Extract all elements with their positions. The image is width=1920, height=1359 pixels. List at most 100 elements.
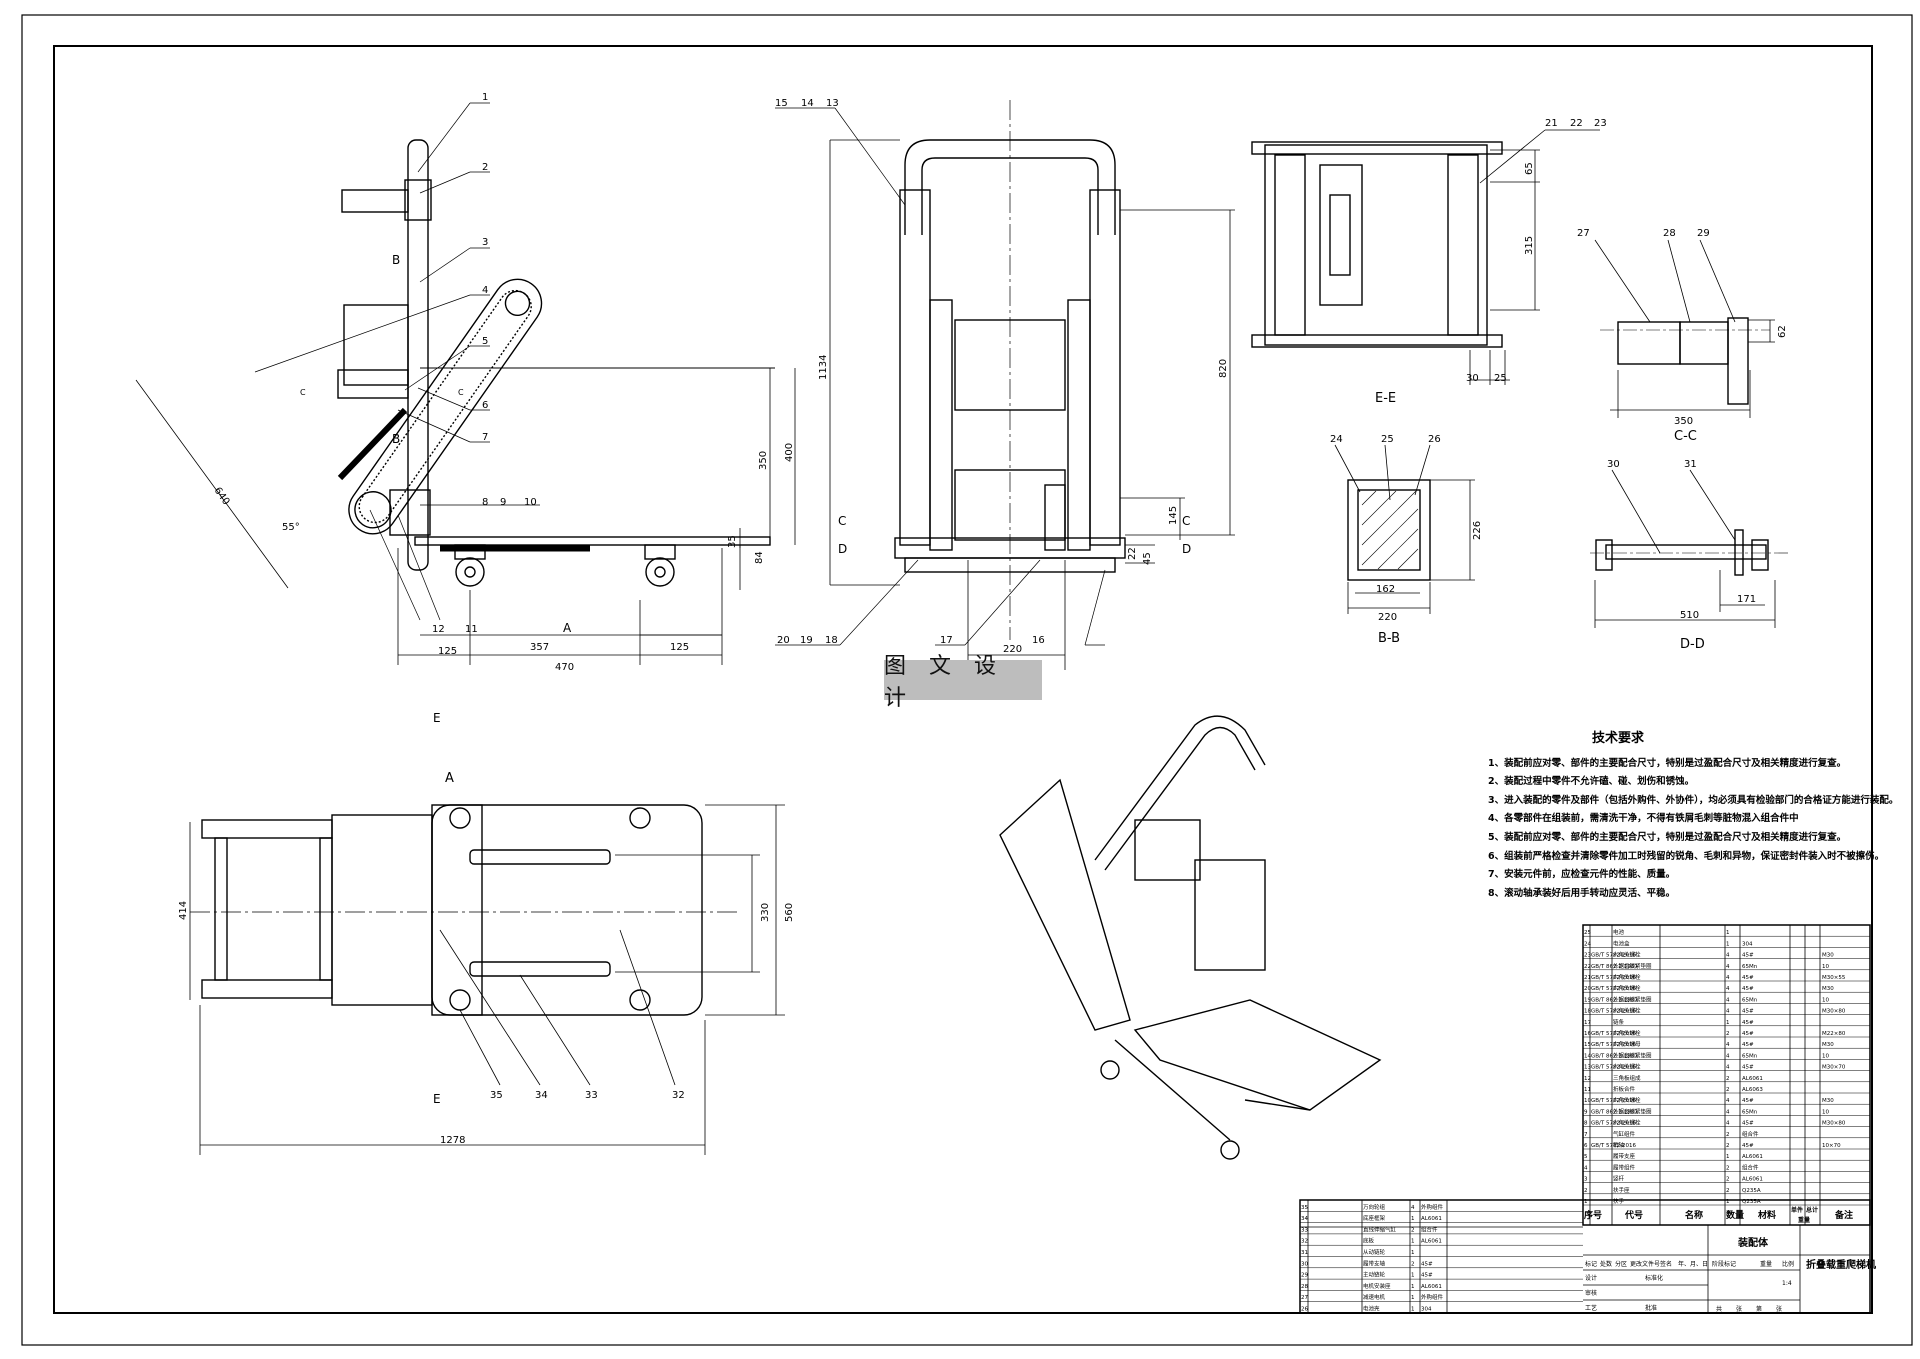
bom-cell: 8 xyxy=(1584,1121,1588,1127)
parts-cell: 45# xyxy=(1421,1261,1433,1267)
marker-a: A xyxy=(563,621,572,635)
parts-cell: 底座框架 xyxy=(1363,1214,1386,1222)
bom-cell: 4 xyxy=(1726,986,1730,992)
bom-cell: 45# xyxy=(1742,986,1754,992)
bom-cell: 履带支座 xyxy=(1613,1152,1636,1160)
balloon-20: 20 xyxy=(777,635,790,646)
cc-view-labels: 27 28 29 350 62 C-C xyxy=(1577,228,1788,444)
balloon-29: 29 xyxy=(1697,228,1710,239)
bom-cell: M30 xyxy=(1822,953,1834,959)
bom-cell: 45# xyxy=(1742,1121,1754,1127)
parts-cell: 45# xyxy=(1421,1273,1433,1279)
bom-cell: 21 xyxy=(1584,975,1591,981)
dim-84: 84 xyxy=(754,551,765,564)
parts-cell: 304 xyxy=(1421,1307,1432,1313)
technical-requirements: 技术要求 1、装配前应对零、部件的主要配合尺寸，特别是过盈配合尺寸及相关精度进行… xyxy=(1488,730,1920,903)
tb-stage-mark: 阶段标记 xyxy=(1712,1260,1736,1268)
parts-cell: 2 xyxy=(1411,1227,1415,1233)
balloon-9: 9 xyxy=(500,497,506,508)
dim-22: 22 xyxy=(1127,547,1138,560)
dim-400: 400 xyxy=(784,443,795,462)
bom-cell: 10 xyxy=(1822,1053,1829,1059)
marker-b-top: B xyxy=(392,253,400,267)
tb-label-zone: 分区 xyxy=(1615,1260,1627,1268)
balloon-35: 35 xyxy=(490,1090,503,1101)
marker-c-front-left: C xyxy=(838,514,846,528)
dim-315: 315 xyxy=(1524,236,1535,255)
bom-cell: 电池盒 xyxy=(1613,939,1630,947)
bom-cell: 18 xyxy=(1584,1009,1591,1015)
bom-cell: 六角头螺栓 xyxy=(1613,1119,1641,1127)
bom-cell: Q235A xyxy=(1742,1199,1761,1205)
bom-cell: 45# xyxy=(1742,1098,1754,1104)
bom-cell: 304 xyxy=(1742,941,1753,947)
cc-view-title: C-C xyxy=(1674,429,1697,444)
parts-cell: 1 xyxy=(1411,1284,1415,1290)
dim-510: 510 xyxy=(1680,610,1699,621)
bom-cell: GB/T 5782-2016 xyxy=(1591,975,1636,981)
bb-view-labels: 24 25 26 162 220 226 B-B xyxy=(1330,434,1483,646)
ee-view-labels: 21 22 23 65 315 30 25 E-E xyxy=(1375,118,1607,406)
bom-cell: 4 xyxy=(1726,1109,1730,1115)
parts-cell: AL6061 xyxy=(1421,1284,1442,1290)
tech-item: 5、装配前应对零、部件的主要配合尺寸，特别是过盈配合尺寸及相关精度进行复查。 xyxy=(1488,831,1847,843)
bom-cell: M30 xyxy=(1822,986,1834,992)
bom-cell: 11 xyxy=(1584,1087,1591,1093)
parts-cell: 34 xyxy=(1301,1216,1308,1222)
bom-cell: 竖杆 xyxy=(1613,1175,1625,1183)
bom-cell: 3 xyxy=(1584,1177,1588,1183)
parts-cell: AL6061 xyxy=(1421,1216,1442,1222)
tb-process: 工艺 xyxy=(1585,1304,1597,1312)
bom-header-code: 代号 xyxy=(1624,1209,1643,1221)
parts-cell: 1 xyxy=(1411,1250,1415,1256)
bom-cell: GB/T 5782-2016 xyxy=(1591,1098,1636,1104)
bom-cell: 45# xyxy=(1742,1143,1754,1149)
parts-cell: 履带支轴 xyxy=(1363,1259,1386,1267)
bom-cell: 65Mn xyxy=(1742,997,1758,1003)
parts-cell: 27 xyxy=(1301,1295,1308,1301)
bom-cell: GB/T 5782-2016 xyxy=(1591,953,1636,959)
bom-cell: 外锯齿锁紧垫圈 xyxy=(1613,1107,1652,1115)
bom-cell: 10 xyxy=(1584,1098,1591,1104)
ee-section-view xyxy=(1251,129,1600,385)
balloon-13: 13 xyxy=(826,98,839,109)
bb-section-view xyxy=(1334,444,1475,614)
bom-cell: 外锯齿锁紧垫圈 xyxy=(1613,962,1652,970)
isometric-view xyxy=(999,715,1382,1160)
tb-scale-value: 1:4 xyxy=(1782,1280,1792,1287)
bom-cell: 15 xyxy=(1584,1042,1591,1048)
top-view xyxy=(189,804,785,1155)
dd-view-title: D-D xyxy=(1680,637,1705,652)
bom-cell: 外锯齿锁紧垫圈 xyxy=(1613,1051,1652,1059)
bom-cell: 10 xyxy=(1822,997,1829,1003)
bom-cell: 25 xyxy=(1584,930,1591,936)
tech-item: 6、组装前严格检查并清除零件加工时残留的锐角、毛刺和异物，保证密封件装入时不被擦… xyxy=(1488,850,1885,862)
bom-cell: AL6063 xyxy=(1742,1087,1763,1093)
bom-cell: M30×55 xyxy=(1822,975,1846,981)
bom-cell: M30×80 xyxy=(1822,1121,1846,1127)
dim-162: 162 xyxy=(1376,584,1395,595)
dim-65: 65 xyxy=(1524,162,1535,175)
marker-d-front-left: D xyxy=(838,542,847,556)
bb-view-title: B-B xyxy=(1378,631,1400,646)
bom-cell: 2 xyxy=(1726,1165,1730,1171)
balloon-26: 26 xyxy=(1428,434,1441,445)
bom-cell: Q235A xyxy=(1742,1188,1761,1194)
bill-of-materials xyxy=(1582,924,1871,1226)
tech-item: 4、各零部件在组装前，需清洗干净，不得有铁屑毛刺等脏物混入组合件中 xyxy=(1488,813,1799,825)
dim-62: 62 xyxy=(1777,325,1788,338)
tb-approve: 批准 xyxy=(1645,1304,1657,1312)
parts-cell: 底板 xyxy=(1363,1237,1375,1245)
balloon-23: 23 xyxy=(1594,118,1607,129)
balloon-32: 32 xyxy=(672,1090,685,1101)
bom-cell: 6 xyxy=(1584,1143,1588,1149)
bom-cell: 4 xyxy=(1726,1065,1730,1071)
tb-label-change-doc: 更改文件号 xyxy=(1630,1260,1660,1268)
bom-cell: 2 xyxy=(1726,1188,1730,1194)
front-view xyxy=(775,100,1235,670)
parts-cell: 减速电机 xyxy=(1363,1293,1386,1301)
bom-header: 序号 代号 名称 数量 材料 单件 总计 重量 备注 xyxy=(1584,1206,1853,1224)
bom-cell: 4 xyxy=(1726,964,1730,970)
bom-cell: GB/T 862.2-1987 xyxy=(1591,1109,1638,1115)
